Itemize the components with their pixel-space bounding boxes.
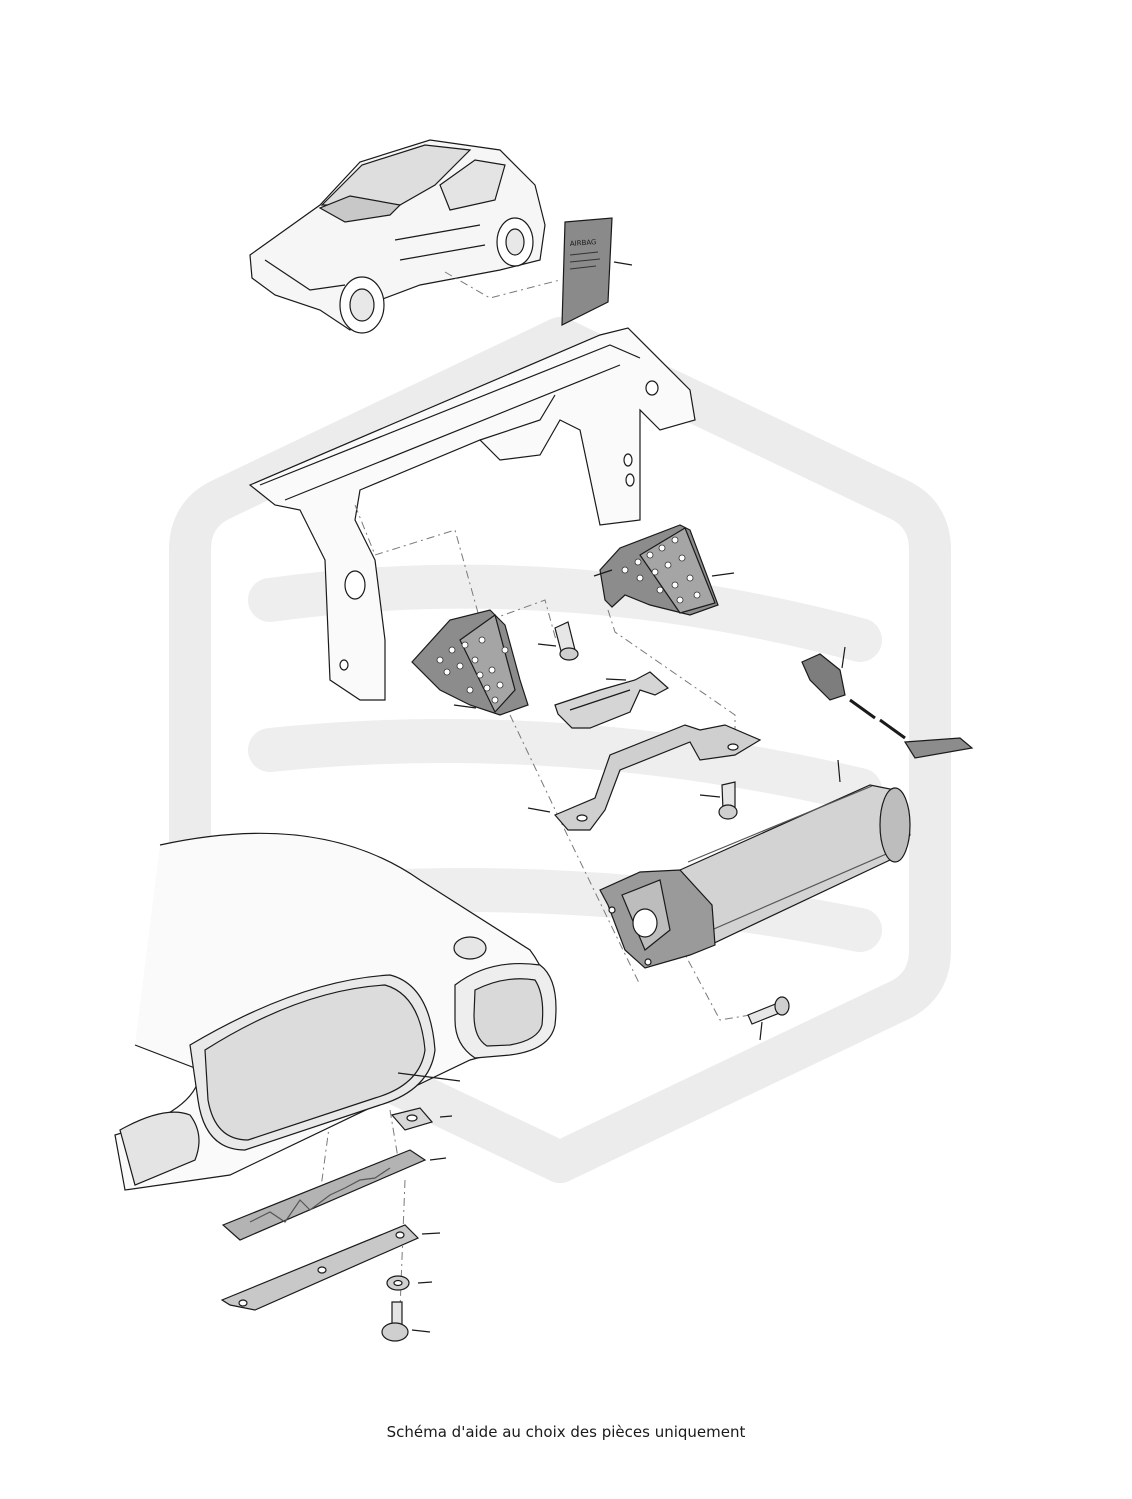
- cross-car-beam: [248, 327, 696, 701]
- hex-bolt-upper: [554, 621, 579, 661]
- screw: [381, 1301, 409, 1342]
- callout-line-screw: [411, 1329, 431, 1333]
- clip-nut: [390, 1107, 434, 1131]
- hex-bolt-lower: [747, 996, 790, 1025]
- airbag-label-text: AIRBAG: [570, 238, 597, 248]
- callout-line-right-bracket-2: [593, 569, 613, 577]
- callout-line-bolt-lower: [759, 1021, 763, 1041]
- callout-line-connector: [841, 646, 846, 669]
- callout-line-strip-lower: [421, 1232, 441, 1235]
- airbag-connector: [801, 653, 974, 759]
- airbag-warning-label: AIRBAG: [561, 217, 613, 326]
- callout-line-strip-upper: [429, 1157, 447, 1161]
- support-bracket: [554, 724, 762, 831]
- callout-line-cover: [397, 1072, 461, 1082]
- callout-line-cylinder: [837, 759, 841, 783]
- clip-bracket: [554, 671, 670, 729]
- callout-line-support: [527, 807, 551, 813]
- callout-line-bolt-upper: [537, 643, 557, 647]
- car-illustration: [249, 139, 546, 334]
- retaining-strip-lower: [220, 1224, 420, 1311]
- callout-line-clip: [605, 678, 627, 681]
- callout-line-washer: [417, 1281, 433, 1284]
- retaining-strip-upper: [221, 1149, 427, 1241]
- hex-bolt-middle: [718, 781, 738, 820]
- callout-line-clip-nut: [439, 1115, 453, 1118]
- callout-line-bolt-middle: [699, 794, 721, 798]
- airbag-module-cylinder: [599, 784, 911, 969]
- callout-line-left-bracket: [453, 704, 477, 709]
- diagram-caption: Schéma d'aide au choix des pièces unique…: [386, 1423, 746, 1441]
- callout-line-right-bracket: [711, 572, 735, 577]
- left-mounting-bracket: [411, 609, 529, 716]
- callout-line-label: [613, 261, 633, 266]
- washer: [386, 1275, 410, 1291]
- right-mounting-bracket: [599, 524, 719, 616]
- dashboard-panel: [114, 832, 557, 1191]
